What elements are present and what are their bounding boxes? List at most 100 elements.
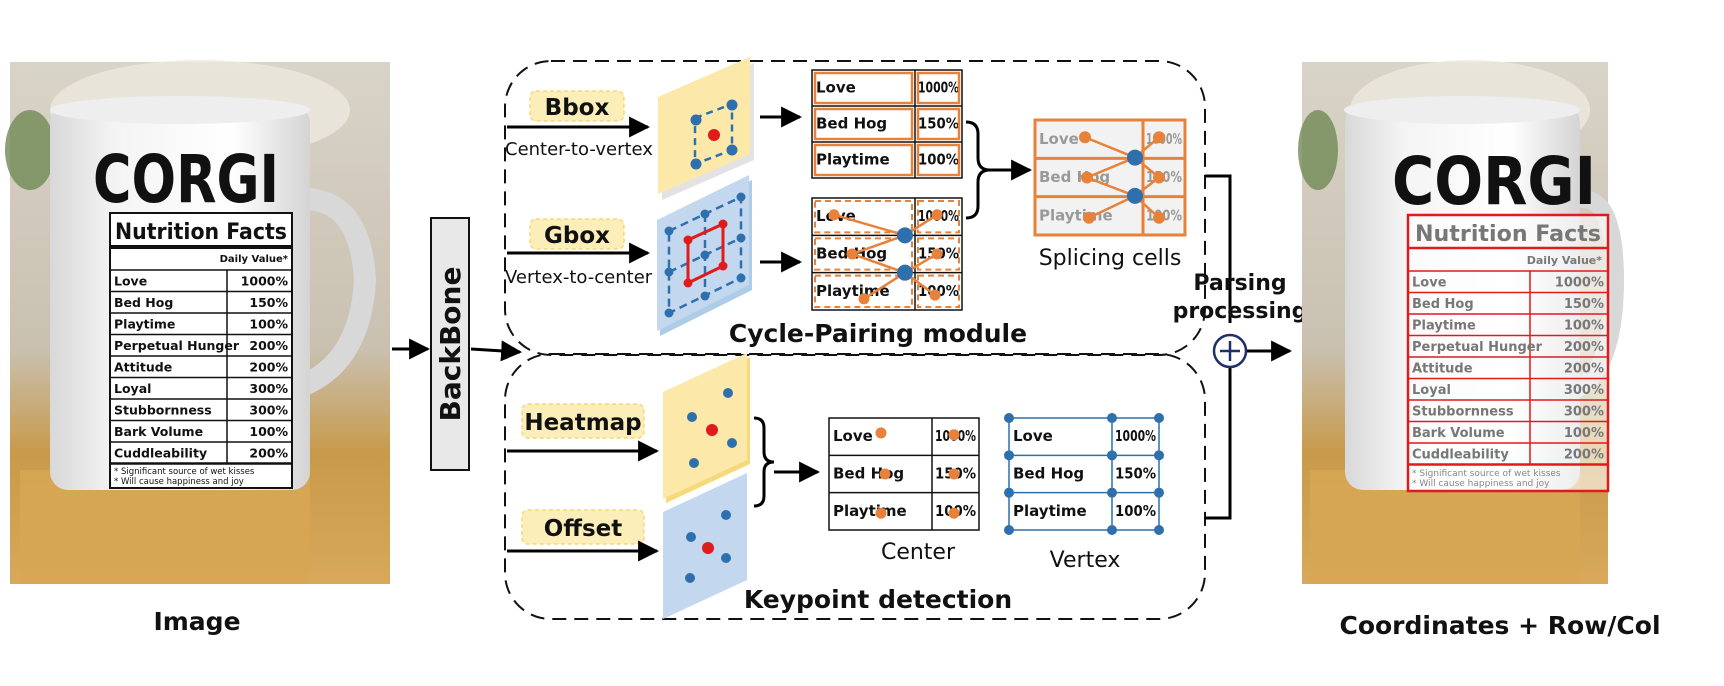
mug-row-value: 200% xyxy=(249,446,288,461)
mug-row-value: 200% xyxy=(249,338,288,353)
bbox-sublabel: Center-to-vertex xyxy=(505,139,653,160)
bbox-table-cell-value: 150% xyxy=(918,114,959,132)
vertex-keypoint xyxy=(1154,487,1164,498)
gbox-feature-map xyxy=(657,175,752,336)
mug-brand: CORGI xyxy=(93,141,279,218)
splicing-center-point xyxy=(1083,211,1095,224)
bbox-feature-map xyxy=(658,57,754,200)
vertex-table-cell-name: Love xyxy=(1013,427,1053,445)
output-row: Loyal 300% xyxy=(1408,377,1608,400)
vertex-table-cell-name: Bed Hog xyxy=(1013,464,1084,482)
splicing-vertex-point xyxy=(1127,149,1143,166)
bbox-table-frame xyxy=(811,69,963,179)
output-row-value: 200% xyxy=(1564,362,1604,377)
output-row-name: Bark Volume xyxy=(1412,426,1505,441)
mug-row-value: 150% xyxy=(249,295,288,310)
output-row-name: Loyal xyxy=(1412,383,1451,398)
cycle-pairing-module-label: Cycle-Pairing module xyxy=(729,319,1027,348)
mug-row: Bark Volume 100% xyxy=(110,419,292,442)
vertex-keypoint xyxy=(1004,450,1014,461)
gbox-center-point xyxy=(931,248,943,260)
mug-row-name: Bark Volume xyxy=(114,424,203,439)
bbox-label: Bbox xyxy=(545,95,610,121)
vertex-keypoint xyxy=(1154,525,1164,535)
gbox-label: Gbox xyxy=(544,223,610,249)
vertex-keypoint xyxy=(1107,450,1117,461)
output-footnote-2: * Will cause happiness and joy xyxy=(1412,479,1550,489)
vertex-keypoint xyxy=(1154,413,1164,423)
output-row-value: 300% xyxy=(1564,405,1604,420)
center-label: Center xyxy=(881,540,956,565)
bbox-table-cell-name: Playtime xyxy=(816,150,890,168)
gbox-vertex-point xyxy=(897,227,913,244)
mug-row: Loyal 300% xyxy=(110,376,292,399)
bbox-cell-box xyxy=(813,71,914,105)
output-row-value: 100% xyxy=(1564,426,1604,441)
output-row-name: Playtime xyxy=(1412,319,1476,334)
keypoint-module-label: Keypoint detection xyxy=(744,585,1012,614)
mug-row-value: 300% xyxy=(249,381,288,396)
output-row-name: Stubbornness xyxy=(1412,405,1514,420)
gbox-center-point xyxy=(931,209,943,221)
output-caption: Coordinates + Row/Col xyxy=(1339,611,1660,640)
mug-row-name: Playtime xyxy=(114,317,175,332)
brace-keypoint xyxy=(753,416,775,508)
output-row-value: 150% xyxy=(1564,297,1604,312)
mug-row-name: Cuddleability xyxy=(114,446,207,461)
splicing-cell-name: Playtime xyxy=(1039,206,1113,224)
bbox-table-cell-name: Love xyxy=(816,78,856,96)
backbone-block: BackBone xyxy=(430,217,470,471)
output-mug-brand: CORGI xyxy=(1392,143,1596,220)
splicing-center-point xyxy=(1153,131,1165,144)
output-row-value: 200% xyxy=(1564,448,1604,463)
mug-footnote-1: * Significant source of wet kisses xyxy=(114,467,255,477)
output-footnote-1: * Significant source of wet kisses xyxy=(1412,469,1561,479)
mug-footnote-2: * Will cause happiness and joy xyxy=(114,477,244,487)
vertex-keypoint xyxy=(1004,525,1014,535)
vertex-table-cell-value: 150% xyxy=(1115,464,1156,482)
vertex-keypoint xyxy=(1004,413,1014,423)
heatmap-feature-map xyxy=(663,353,750,503)
cycle-pairing-module-box xyxy=(504,60,1206,356)
mug-row-name: Loyal xyxy=(114,381,151,396)
bbox-cell-box xyxy=(813,143,914,177)
gbox-center-point xyxy=(828,209,840,221)
bbox-table-cell-name: Bed Hog xyxy=(816,114,887,132)
output-row-value: 300% xyxy=(1564,383,1604,398)
arrow-backbone-to-modules xyxy=(470,340,523,362)
mug-row-name: Perpetual Hunger xyxy=(114,338,240,353)
splicing-center-point xyxy=(1079,131,1091,144)
output-row-value: 1000% xyxy=(1555,276,1604,291)
mug-row-name: Bed Hog xyxy=(114,295,173,310)
vertex-keypoint xyxy=(1107,413,1117,423)
output-row-name: Love xyxy=(1412,276,1447,291)
splicing-cell-name: Bed Hog xyxy=(1039,168,1110,186)
vertex-table-frame xyxy=(1008,417,1160,531)
bracket-cycle-to-merge xyxy=(1205,174,1232,323)
mug-row-value: 100% xyxy=(249,424,288,439)
center-keypoint xyxy=(879,468,891,480)
merge-plus-icon xyxy=(1212,333,1248,369)
center-table-cell-name: Playtime xyxy=(833,502,907,520)
vertex-keypoint xyxy=(1004,487,1014,498)
vertex-table-cell-value: 100% xyxy=(1115,502,1156,520)
vertex-table-cell-value: 1000% xyxy=(1115,427,1156,445)
mug-daily-value: Daily Value* xyxy=(220,254,289,265)
bbox-table-cell-value: 1000% xyxy=(918,78,959,96)
mug-row: Perpetual Hunger 200% xyxy=(110,333,292,356)
output-row: Playtime 100% xyxy=(1408,313,1608,336)
bbox-table-cell-value: 100% xyxy=(918,150,959,168)
output-row-value: 100% xyxy=(1564,319,1604,334)
splicing-label: Splicing cells xyxy=(1039,246,1182,271)
mug-row-value: 300% xyxy=(249,403,288,418)
mug-row: Cuddleability 200% xyxy=(110,441,292,464)
